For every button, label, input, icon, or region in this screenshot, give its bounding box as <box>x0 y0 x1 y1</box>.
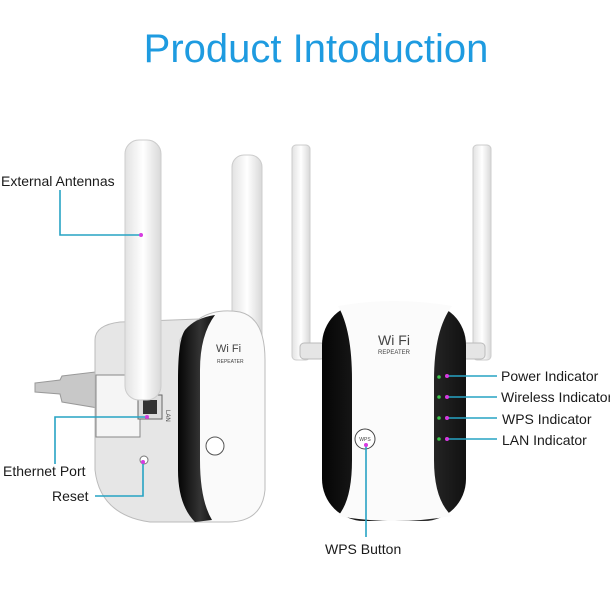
label-external-antennas: External Antennas <box>1 173 115 189</box>
power-led <box>437 375 441 379</box>
brand-text: Wi Fi <box>216 343 241 355</box>
wps-button <box>354 428 376 450</box>
label-wps-button: WPS Button <box>325 541 401 557</box>
wireless-led <box>437 395 441 399</box>
repeater-side-view: LAN Wi Fi REPEATER <box>34 139 266 523</box>
wps-button-side <box>205 436 225 456</box>
power-plug <box>34 371 99 409</box>
repeater-front-view: Wi Fi REPEATER WPS <box>291 144 492 521</box>
label-power-indicator: Power Indicator <box>501 368 599 384</box>
wps-led <box>437 416 441 420</box>
left-antenna <box>291 144 311 361</box>
page-title: Product Intoduction <box>144 27 489 71</box>
label-ethernet-port: Ethernet Port <box>3 463 86 479</box>
lan-led <box>437 437 441 441</box>
leader-lines <box>54 190 497 537</box>
brand-text-front: Wi Fi <box>378 332 410 348</box>
label-reset: Reset <box>52 488 89 504</box>
right-antenna <box>472 144 492 361</box>
label-wireless-indicator: Wireless Indicator <box>501 389 610 405</box>
label-lan-indicator: LAN Indicator <box>502 432 587 448</box>
brand-subtext: REPEATER <box>217 359 244 365</box>
lan-port-text: LAN <box>164 410 170 422</box>
wps-button-text: WPS <box>359 437 371 443</box>
brand-subtext-front: REPEATER <box>378 350 411 356</box>
front-antenna <box>124 139 162 401</box>
black-side-band <box>178 315 215 522</box>
label-wps-indicator: WPS Indicator <box>502 411 592 427</box>
